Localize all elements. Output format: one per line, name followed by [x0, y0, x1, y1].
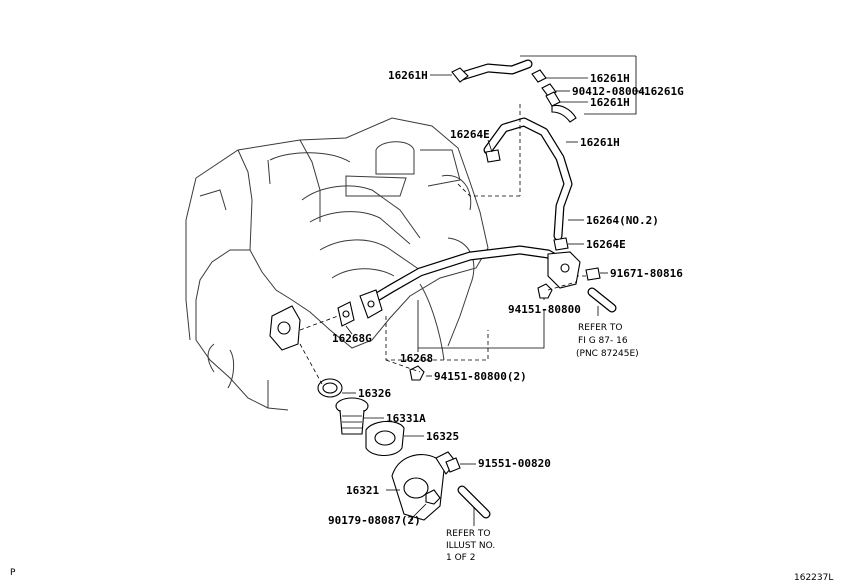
gasket-16268g	[337, 301, 355, 327]
label-16264e-b: 16264E	[586, 238, 626, 251]
hose-clamp-upper	[485, 149, 501, 163]
hose-clamp-lower	[553, 237, 569, 251]
svg-text:REFER TO: REFER TO	[446, 529, 491, 539]
svg-text:REFER TO: REFER TO	[578, 323, 623, 333]
water-hose-no2	[483, 117, 573, 241]
nut-94151-upper	[537, 283, 553, 299]
label-94151-b: 94151-80800(2)	[434, 370, 527, 383]
bolt-91671	[585, 267, 608, 281]
label-16261h-b: 16261H	[590, 72, 630, 85]
corner-marker-left: P	[10, 568, 16, 578]
hose-assembly-16261g	[451, 59, 577, 123]
label-16261h-d: 16261H	[580, 136, 620, 149]
radiator-hose-stub	[457, 485, 491, 519]
svg-text:1 OF 2: 1 OF 2	[446, 553, 475, 563]
illustration-code: 162237L	[794, 573, 834, 583]
label-16325: 16325	[426, 430, 459, 443]
leader-lines	[342, 55, 642, 526]
gasket-16325	[365, 420, 405, 457]
label-16268: 16268	[400, 352, 433, 365]
label-16261g: 16261G	[644, 85, 684, 98]
reference-note-illust-1: REFER TO ILLUST NO. 1 OF 2	[446, 529, 495, 563]
bolt-91551	[445, 457, 461, 473]
label-16264e-a: 16264E	[450, 128, 490, 141]
nut-90179	[425, 489, 441, 505]
label-16261h-a: 16261H	[388, 69, 428, 82]
label-90412: 90412-08004	[572, 85, 645, 98]
nut-94151-lower	[409, 365, 425, 381]
svg-text:FI G 87- 16: FI G 87- 16	[578, 336, 628, 346]
heater-hose-stub	[587, 287, 617, 313]
reference-note-fig-87-16: REFER TO FI G 87- 16 (PNC 87245E)	[576, 323, 639, 359]
o-ring-16326	[317, 378, 343, 398]
thermostat-16331a	[335, 397, 369, 435]
label-16264-no2: 16264(NO.2)	[586, 214, 659, 227]
label-16331a: 16331A	[386, 412, 426, 425]
label-16268g: 16268G	[332, 332, 372, 345]
dashed-alignment-lines	[299, 104, 586, 385]
water-bypass-pipe	[359, 245, 581, 319]
svg-text:ILLUST NO.: ILLUST NO.	[446, 541, 495, 551]
label-91671: 91671-80816	[610, 267, 683, 280]
part-labels: 16261H 16261H 90412-08004 16261G 16261H …	[328, 69, 684, 527]
label-94151-a: 94151-80800	[508, 303, 581, 316]
engine-side-gasket	[269, 305, 301, 351]
label-16321: 16321	[346, 484, 379, 497]
label-90179: 90179-08087(2)	[328, 514, 421, 527]
label-16326: 16326	[358, 387, 391, 400]
label-91551: 91551-00820	[478, 457, 551, 470]
label-16261h-c: 16261H	[590, 96, 630, 109]
svg-text:(PNC 87245E): (PNC 87245E)	[576, 349, 639, 359]
